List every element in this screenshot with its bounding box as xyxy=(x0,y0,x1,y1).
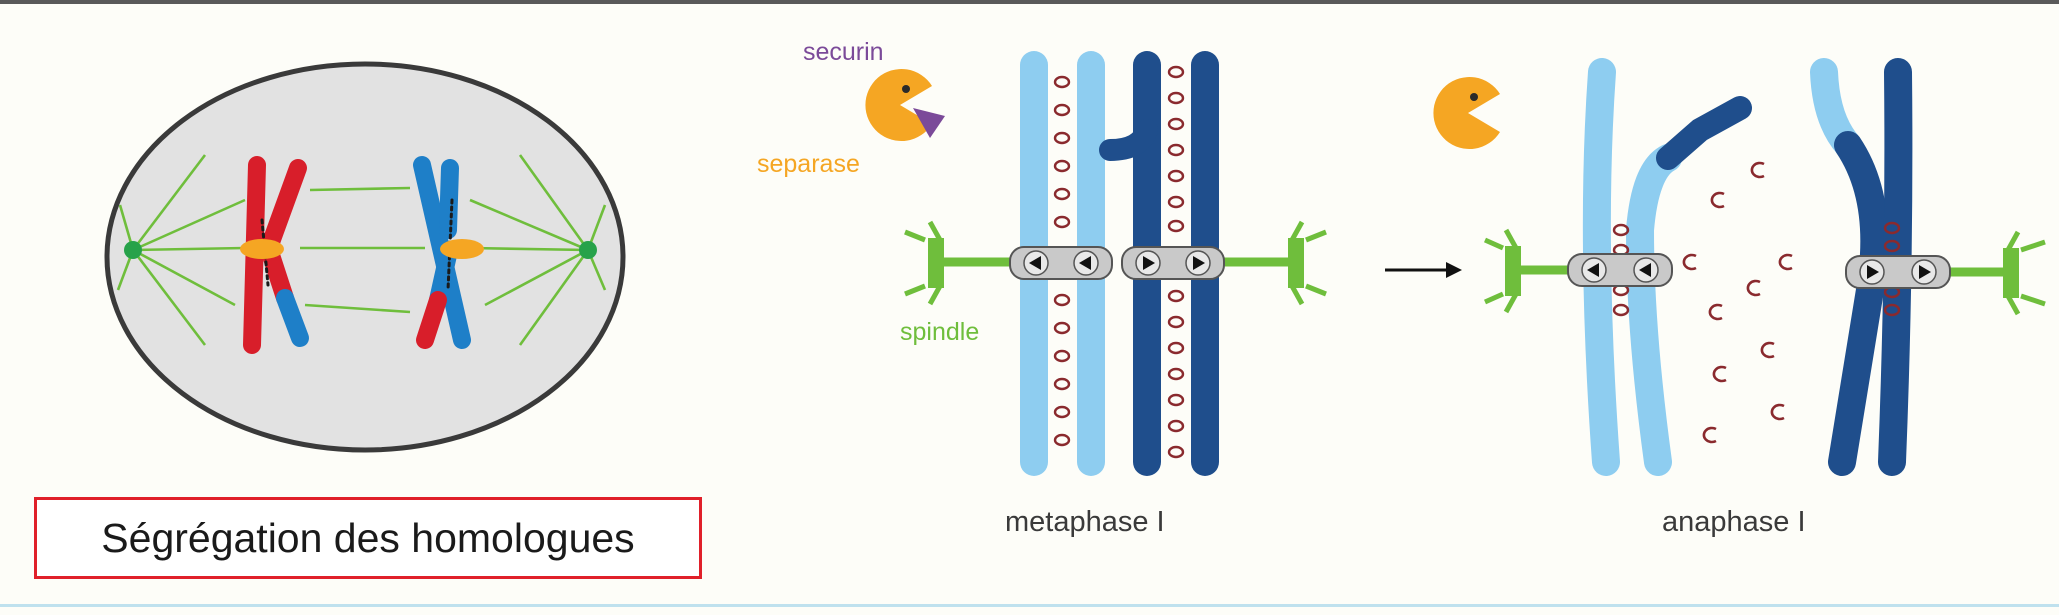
transition-arrow xyxy=(1385,262,1462,278)
spindle-right xyxy=(1210,220,1327,306)
separase-securin-complex xyxy=(865,68,945,141)
securin-label: securin xyxy=(803,38,884,66)
separase-label: separase xyxy=(757,150,860,178)
spindle-pole-left xyxy=(124,241,142,259)
anaphase-i-diagram xyxy=(1483,58,2046,476)
caption-text: Ségrégation des homologues xyxy=(101,514,635,561)
metaphase-i-diagram xyxy=(904,51,1327,476)
anaphase-label: anaphase I xyxy=(1662,506,1806,538)
caption-box: Ségrégation des homologues xyxy=(34,497,702,579)
metaphase-label: metaphase I xyxy=(1005,506,1165,538)
separase-icon xyxy=(865,68,932,141)
cleaved-cohesin xyxy=(1682,161,1794,444)
spindle-left xyxy=(904,220,1015,306)
homolog-red xyxy=(240,156,309,354)
securin-icon xyxy=(913,108,945,138)
spindle-left-anaphase xyxy=(1483,228,1570,314)
cell-meiosis-illustration xyxy=(104,61,626,453)
kinetochores-metaphase xyxy=(1009,246,1225,280)
spindle-right-anaphase xyxy=(1950,230,2046,316)
spindle-label: spindle xyxy=(900,318,980,346)
cell-membrane xyxy=(104,61,626,453)
kinetochores-anaphase xyxy=(1567,253,1951,289)
homolog-blue xyxy=(413,156,484,349)
spindle-pole-right xyxy=(579,241,597,259)
spindle-fibers xyxy=(116,154,607,346)
bottom-divider xyxy=(0,604,2059,607)
separase-active-icon xyxy=(1433,76,1500,150)
